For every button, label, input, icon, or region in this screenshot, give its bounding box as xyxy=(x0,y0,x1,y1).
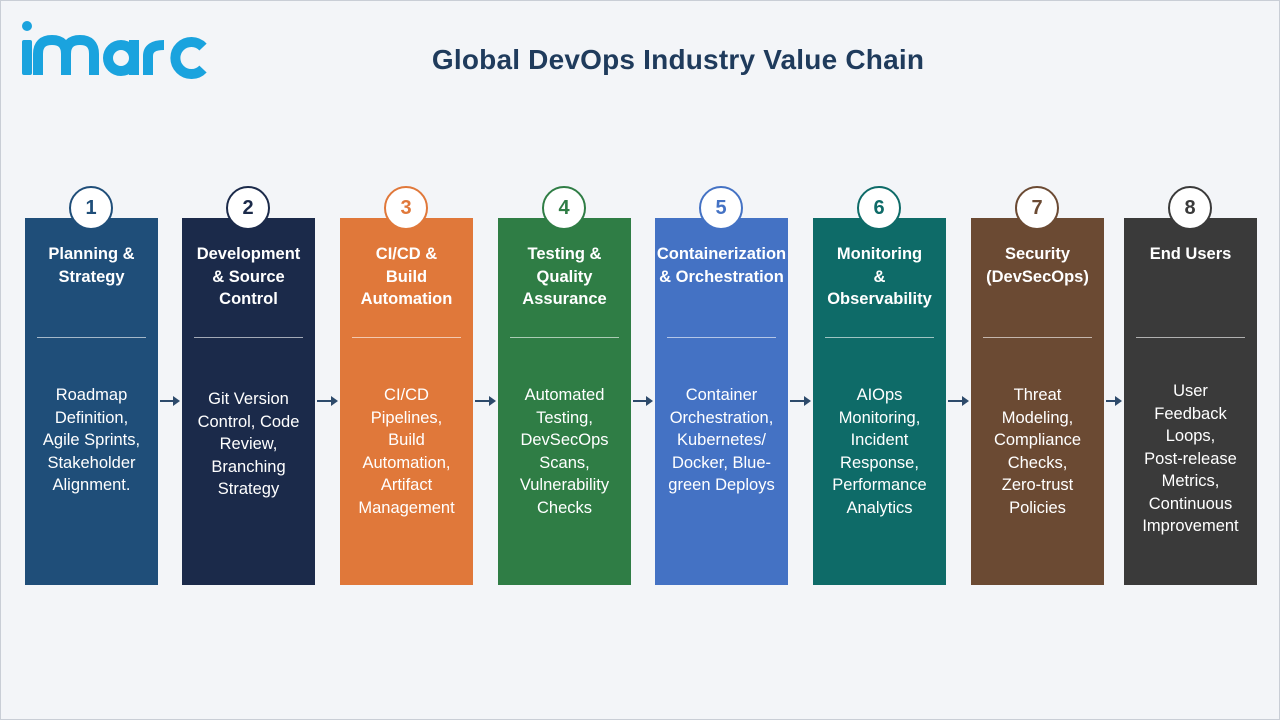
stage-divider xyxy=(983,337,1092,338)
stage-title: CI/CD & Build Automation xyxy=(360,245,453,308)
imarc-logo: imarc xyxy=(22,21,207,79)
flow-arrow xyxy=(475,395,496,407)
stage-description: Git Version Control, Code Review, Branch… xyxy=(197,390,300,498)
stage-divider xyxy=(510,337,619,338)
stage-divider xyxy=(667,337,776,338)
page-title: Global DevOps Industry Value Chain xyxy=(431,44,925,75)
step-number-badge: 5 xyxy=(699,186,743,230)
step-number-badge: 1 xyxy=(69,186,113,230)
stage-title: Security (DevSecOps) xyxy=(986,245,1089,286)
stage-card-7: Security (DevSecOps) Threat Modeling, Com… xyxy=(971,218,1104,585)
step-number-badge: 7 xyxy=(1015,186,1059,230)
stage-description: Container Orchestration, Kubernetes/ Doc… xyxy=(668,386,775,494)
stage-divider xyxy=(37,337,146,338)
step-number-badge: 3 xyxy=(384,186,428,230)
stage-description: User Feedback Loops, Post-release Metric… xyxy=(1142,382,1239,535)
stage-title: End Users xyxy=(1149,245,1232,263)
flow-arrow xyxy=(633,395,653,407)
flow-arrow xyxy=(1106,395,1122,407)
stage-description: CI/CD Pipelines, Build Automation, Artif… xyxy=(358,386,455,517)
stage-title: Monitoring & Observability xyxy=(827,245,932,308)
flow-arrow xyxy=(790,395,811,407)
flow-arrow xyxy=(317,395,338,407)
stage-divider xyxy=(352,337,461,338)
stage-description: AIOps Monitoring, Incident Response, Per… xyxy=(832,386,927,517)
stage-divider xyxy=(825,337,934,338)
stage-description: Automated Testing, DevSecOps Scans, Vuln… xyxy=(519,386,610,517)
stage-divider xyxy=(1136,337,1245,338)
stage-title: Planning & Strategy xyxy=(48,245,135,286)
step-number-badge: 4 xyxy=(542,186,586,230)
flow-arrow xyxy=(160,395,180,407)
flow-arrow xyxy=(948,395,969,407)
step-number-badge: 8 xyxy=(1168,186,1212,230)
stage-title: Development & Source Control xyxy=(196,245,301,308)
stage-description: Threat Modeling, Compliance Checks, Zero… xyxy=(993,386,1082,517)
stage-title: Containerization & Orchestration xyxy=(656,245,787,286)
step-number-badge: 6 xyxy=(857,186,901,230)
stage-title: Testing & Quality Assurance xyxy=(522,245,607,308)
stage-description: Roadmap Definition, Agile Sprints, Stake… xyxy=(42,386,141,494)
step-number-badge: 2 xyxy=(226,186,270,230)
stage-divider xyxy=(194,337,303,338)
